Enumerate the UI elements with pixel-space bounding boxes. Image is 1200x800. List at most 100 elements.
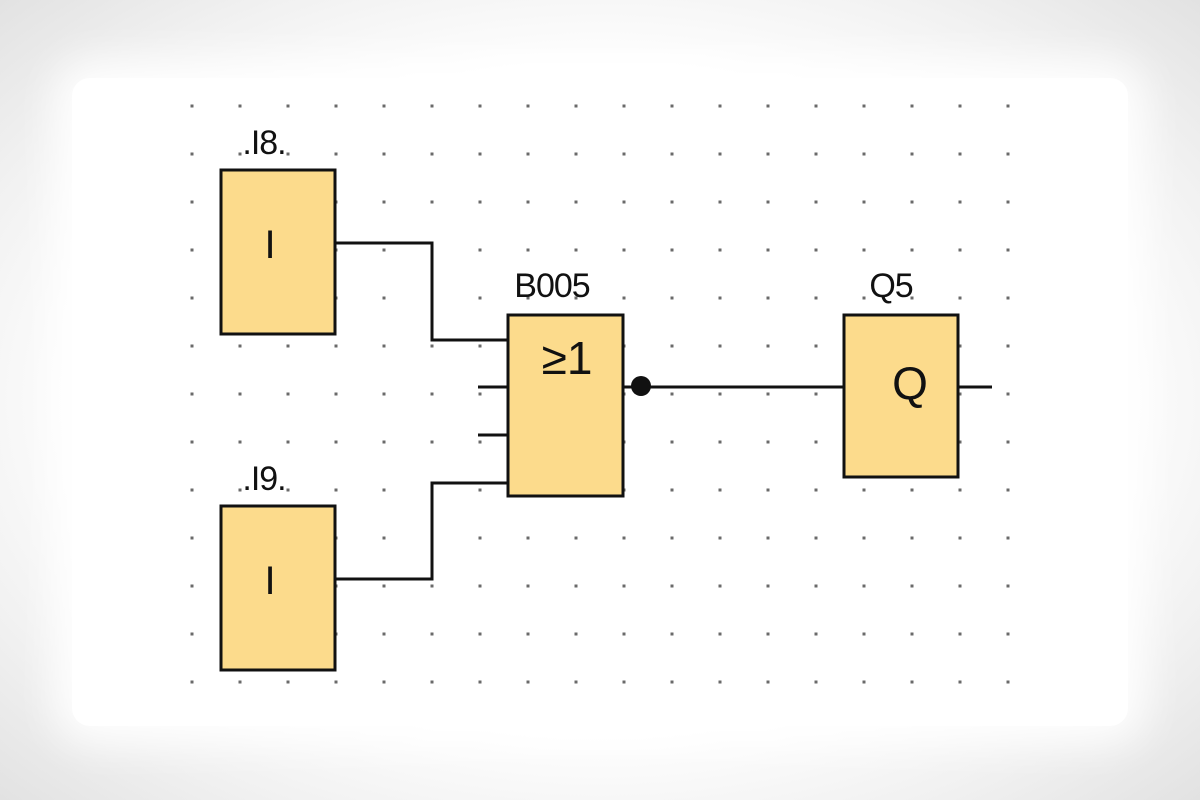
input-block-i8-label: .I8. — [242, 124, 285, 162]
grid-dot — [334, 392, 338, 396]
grid-dot — [238, 152, 242, 156]
grid-dot — [814, 296, 818, 300]
grid-dot — [382, 344, 386, 348]
grid-dot — [574, 296, 578, 300]
grid-dot — [862, 248, 866, 252]
grid-dot — [190, 632, 194, 636]
grid-dot — [478, 344, 482, 348]
grid-dot — [622, 152, 626, 156]
grid-dot — [862, 488, 866, 492]
grid-dot — [526, 536, 530, 540]
grid-dot — [190, 536, 194, 540]
grid-dot — [286, 440, 290, 444]
grid-dot — [814, 632, 818, 636]
grid-dot — [766, 200, 770, 204]
input-block-i9-label: .I9. — [242, 460, 285, 498]
grid-dot — [670, 440, 674, 444]
grid-dot — [478, 440, 482, 444]
input-block-i9-body[interactable] — [219, 504, 337, 672]
output-block-q5[interactable]: Q Q5 — [842, 267, 960, 479]
grid-dot — [622, 584, 626, 588]
or-gate-b005[interactable]: ≥1 B005 — [506, 267, 625, 498]
grid-dot — [670, 152, 674, 156]
grid-dot — [814, 248, 818, 252]
grid-dot — [670, 344, 674, 348]
grid-dot — [670, 488, 674, 492]
grid-dot — [910, 488, 914, 492]
grid-dot — [718, 680, 722, 684]
grid-dot — [766, 104, 770, 108]
or-gate-body[interactable] — [506, 313, 625, 498]
grid-dot — [478, 488, 482, 492]
grid-dot — [718, 392, 722, 396]
grid-dot — [526, 632, 530, 636]
grid-dot — [1006, 632, 1010, 636]
grid-dot — [430, 200, 434, 204]
grid-dot — [190, 584, 194, 588]
grid-dot — [766, 536, 770, 540]
grid-dot — [814, 680, 818, 684]
grid-dot — [670, 584, 674, 588]
grid-dot — [190, 488, 194, 492]
grid-dot — [190, 440, 194, 444]
grid-dot — [286, 152, 290, 156]
grid-dot — [1006, 344, 1010, 348]
grid-dot — [910, 536, 914, 540]
grid-dot — [766, 488, 770, 492]
grid-dot — [862, 632, 866, 636]
grid-dot — [958, 584, 962, 588]
grid-dot — [622, 104, 626, 108]
input-block-i9[interactable]: I .I9. — [219, 460, 337, 672]
output-block-q5-symbol: Q — [892, 357, 928, 409]
grid-dot — [478, 200, 482, 204]
grid-dot — [286, 392, 290, 396]
grid-dot — [862, 104, 866, 108]
grid-dot — [718, 488, 722, 492]
grid-dot — [670, 296, 674, 300]
input-block-i8[interactable]: I .I8. — [219, 124, 337, 336]
grid-dot — [910, 584, 914, 588]
grid-dot — [238, 440, 242, 444]
grid-dot — [718, 344, 722, 348]
grid-dot — [1006, 488, 1010, 492]
grid-dot — [910, 632, 914, 636]
grid-dot — [766, 632, 770, 636]
grid-dot — [574, 536, 578, 540]
grid-dot — [766, 392, 770, 396]
grid-dot — [286, 680, 290, 684]
grid-dot — [1006, 440, 1010, 444]
grid-dot — [382, 632, 386, 636]
output-block-q5-label: Q5 — [869, 267, 912, 305]
output-block-q5-body[interactable] — [842, 313, 960, 479]
grid-dot — [766, 680, 770, 684]
grid-dot — [430, 632, 434, 636]
grid-dot — [958, 392, 962, 396]
grid-dot — [190, 680, 194, 684]
grid-dot — [334, 344, 338, 348]
grid-dot — [238, 392, 242, 396]
grid-dot — [238, 680, 242, 684]
grid-dot — [478, 536, 482, 540]
wires — [336, 241, 992, 581]
grid-dot — [574, 200, 578, 204]
grid-dot — [190, 392, 194, 396]
grid-dot — [478, 296, 482, 300]
grid-dot — [622, 200, 626, 204]
grid-dot — [190, 248, 194, 252]
grid-dot — [238, 104, 242, 108]
grid-dot — [766, 248, 770, 252]
grid-dot — [910, 680, 914, 684]
grid-dot — [670, 680, 674, 684]
grid-dot — [670, 104, 674, 108]
grid-dot — [478, 680, 482, 684]
grid-dot — [286, 104, 290, 108]
output-connection-dot — [631, 376, 651, 396]
input-block-i8-body[interactable] — [219, 168, 337, 336]
grid-dot — [574, 152, 578, 156]
grid-dot — [814, 152, 818, 156]
grid-dot — [958, 488, 962, 492]
grid-dot — [1006, 536, 1010, 540]
grid-dot — [958, 632, 962, 636]
grid-dot — [910, 200, 914, 204]
grid-dot — [622, 680, 626, 684]
